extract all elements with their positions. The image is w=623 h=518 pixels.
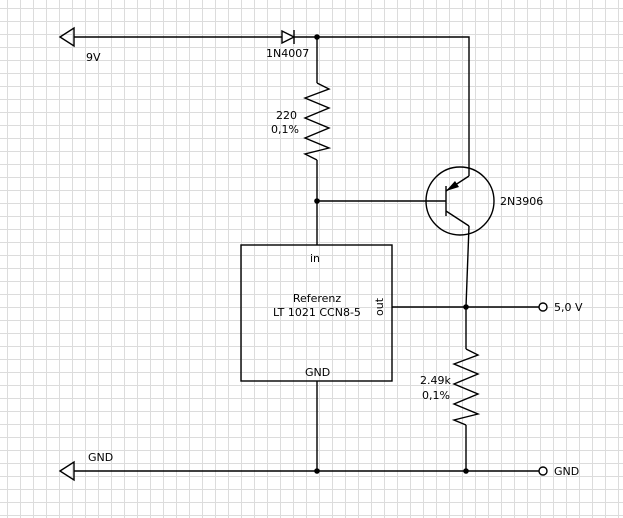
ground-terminal xyxy=(538,466,548,476)
supply-rail-wire xyxy=(74,36,470,176)
resistor-r1 xyxy=(302,82,332,161)
diode-label: 1N4007 xyxy=(266,47,309,60)
supply-label: 9V xyxy=(86,51,101,64)
transistor-label: 2N3906 xyxy=(500,195,543,208)
junction-dot xyxy=(314,34,320,40)
ic-pin-in-label: in xyxy=(310,252,320,265)
ic-pin-gnd-label: GND xyxy=(305,366,330,379)
r1-value-label: 220 xyxy=(276,109,297,122)
junction-dot xyxy=(314,468,320,474)
transistor-2n3906 xyxy=(425,166,495,236)
ic-pin-out-label: out xyxy=(373,297,386,316)
output-label: 5,0 V xyxy=(554,301,583,314)
junction-dot xyxy=(463,468,469,474)
supply-port-9v xyxy=(58,26,75,48)
ic-name-label: Referenz xyxy=(293,292,342,305)
r2-value-label: 2.49k xyxy=(420,374,451,387)
collector-wire xyxy=(465,225,470,308)
r2-tolerance-label: 0,1% xyxy=(422,389,450,402)
output-terminal xyxy=(538,302,548,312)
junction-dot xyxy=(463,304,469,310)
ground-port-left xyxy=(58,460,75,482)
gnd-right-label: GND xyxy=(554,465,579,478)
gnd-left-label: GND xyxy=(88,451,113,464)
ic-part-label: LT 1021 CCN8-5 xyxy=(273,306,361,319)
junction-dot xyxy=(314,198,320,204)
diode-1n4007 xyxy=(281,29,296,45)
r1-tolerance-label: 0,1% xyxy=(271,123,299,136)
resistor-r2 xyxy=(451,348,481,426)
